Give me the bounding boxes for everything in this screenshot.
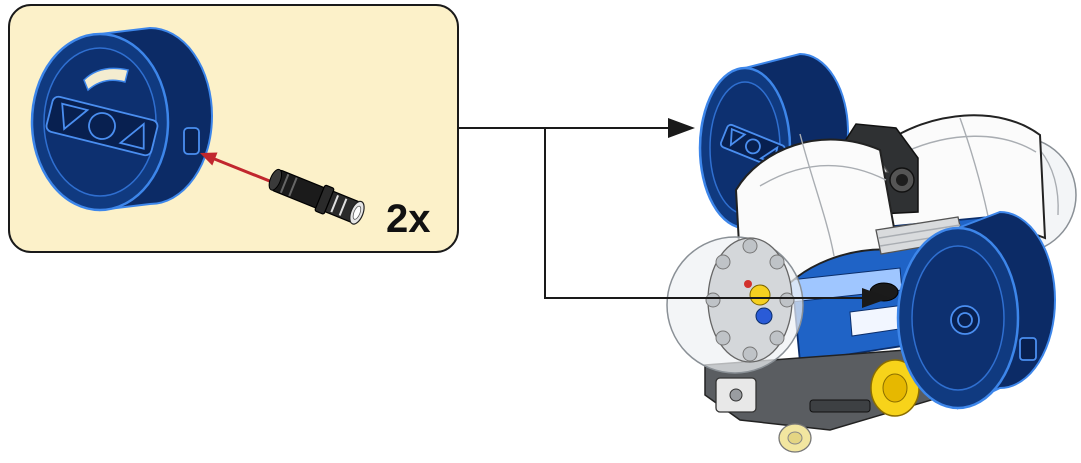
- knob-center: [787, 431, 803, 445]
- drum-seam: [759, 164, 887, 187]
- plate-hole: [769, 254, 785, 270]
- round-hole: [88, 112, 116, 140]
- wheel-side-hole: [1019, 337, 1037, 361]
- plate-hole: [715, 330, 731, 346]
- plate-hole: [769, 330, 785, 346]
- connector-branch-bottom: [544, 128, 866, 299]
- plate-hole: [715, 254, 731, 270]
- frame-hole: [729, 388, 743, 402]
- pin-ridge: [279, 173, 290, 194]
- pale-yellow-knob: [778, 423, 812, 453]
- pin-highlight: [330, 195, 339, 213]
- friction-pin: [268, 168, 365, 225]
- wheel-part: [30, 26, 213, 212]
- insert-arrow-head: [200, 152, 218, 166]
- arrowhead-bottom: [862, 288, 890, 308]
- quantity-label: 2x: [386, 197, 431, 241]
- wheel-beam-insert: [45, 95, 159, 157]
- frame-axle: [809, 399, 871, 413]
- pin-ridge: [288, 177, 298, 197]
- yellow-bushing-inner: [882, 373, 908, 403]
- plate-hole: [705, 292, 721, 308]
- triangle-hole-right: [118, 122, 145, 150]
- connector-arrows: [458, 118, 890, 308]
- minifigure-detail: [744, 280, 752, 288]
- plate-hole: [742, 346, 758, 362]
- round-hole: [745, 138, 761, 155]
- wheel-notch: [83, 67, 129, 92]
- minifigure-head: [749, 284, 771, 306]
- grille-slot: [878, 224, 961, 239]
- plate-hole: [779, 292, 795, 308]
- assembled-model: [666, 52, 1077, 453]
- drum-seam: [904, 135, 1037, 153]
- pin-end-hole: [352, 205, 362, 220]
- plate-hole: [742, 238, 758, 254]
- tower-hole-inner: [896, 174, 908, 186]
- transparent-dome-left: [666, 236, 804, 374]
- yellow-connector: [870, 359, 920, 417]
- triangle-hole-left: [729, 127, 747, 147]
- pin-highlight: [338, 198, 348, 216]
- arrowhead-top: [668, 118, 695, 138]
- minifigure: [744, 280, 773, 325]
- triangle-hole-left: [61, 102, 90, 131]
- callout-panel: 2x: [8, 4, 459, 253]
- drum-seam: [799, 133, 835, 257]
- wheel-side-hole: [183, 127, 200, 155]
- wheel-hub-hole: [957, 312, 973, 328]
- minifigure-torso: [755, 307, 773, 325]
- pin-left-end: [268, 168, 283, 191]
- model-wheel-bottom: [896, 210, 1056, 410]
- dome-highlight: [1039, 149, 1059, 216]
